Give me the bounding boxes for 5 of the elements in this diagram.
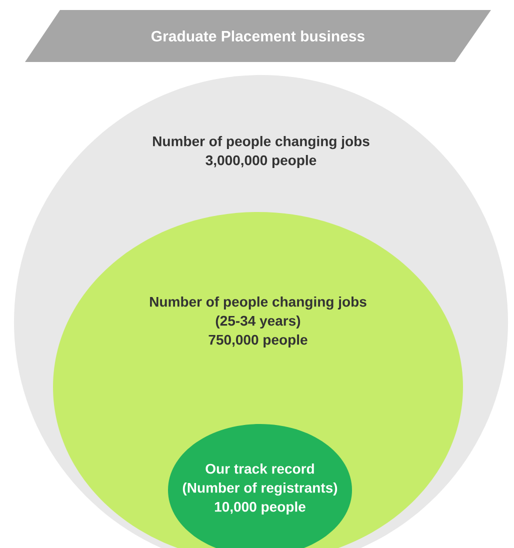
region-label: Number of people changing jobs (25-34 years) 750,000 people — [150, 296, 366, 348]
banner-title: Graduate Placement business — [152, 30, 364, 42]
region-label: Our track record (Number of registrants) 10,000 people — [182, 463, 338, 515]
title-banner — [25, 10, 491, 62]
region-label: Number of people changing jobs 3,000,000 people — [153, 136, 370, 168]
